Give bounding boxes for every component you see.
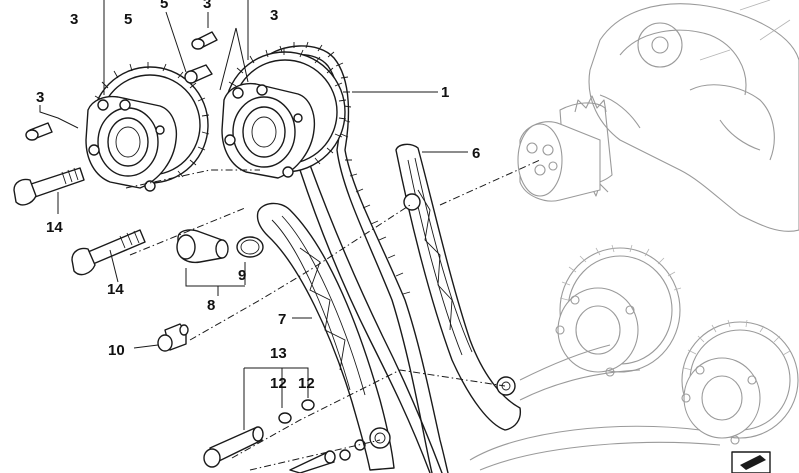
lower-chain-ghost xyxy=(469,344,721,471)
left-vanos-unit xyxy=(85,62,210,192)
chain-tensioner xyxy=(176,229,264,264)
guide-pin-bottom xyxy=(289,450,336,473)
callout-5-b: 5 xyxy=(160,0,168,12)
callout-3-left: 3 xyxy=(36,89,44,106)
callout-7: 7 xyxy=(278,311,286,328)
crank-snout-ghost xyxy=(517,121,601,202)
guide-rail-6 xyxy=(395,143,522,431)
tensioning-rail-7 xyxy=(256,202,395,471)
bolt-14-lower xyxy=(71,229,146,276)
callout-9: 9 xyxy=(238,267,246,284)
callout-14-b: 14 xyxy=(107,281,124,298)
leader-lines xyxy=(39,0,468,430)
seal-ring-12-b xyxy=(301,399,315,411)
callout-13: 13 xyxy=(270,345,287,362)
callout-6: 6 xyxy=(472,145,480,162)
callout-12-b: 12 xyxy=(298,375,315,392)
callout-14-a: 14 xyxy=(46,219,63,236)
front-direction-emblem xyxy=(731,451,771,473)
seal-ring-bottom-a xyxy=(339,449,351,461)
seal-ring-bottom-b xyxy=(354,439,366,451)
timing-chain xyxy=(264,41,449,473)
callout-5: 5 xyxy=(124,11,132,28)
callout-12-a: 12 xyxy=(270,375,287,392)
callout-10: 10 xyxy=(108,342,125,359)
seal-ring-12-a xyxy=(278,412,292,424)
bolt-3-mid xyxy=(184,64,213,84)
callout-3-mid: 3 xyxy=(203,0,211,12)
callout-3-right: 3 xyxy=(270,7,278,24)
right-vanos-unit xyxy=(221,48,347,179)
bolt-3-top xyxy=(191,31,218,50)
callout-1: 1 xyxy=(441,84,449,101)
guide-pin-10 xyxy=(157,323,189,352)
bolt-3-left xyxy=(25,122,53,141)
bolt-14-upper xyxy=(13,167,85,206)
center-lines xyxy=(125,159,541,471)
callout-8: 8 xyxy=(207,297,215,314)
guide-pin-13 xyxy=(203,426,264,468)
callout-3-top: 3 xyxy=(70,11,78,28)
crankshaft-ghost xyxy=(559,0,799,232)
lower-vanos-ghost xyxy=(555,244,799,445)
